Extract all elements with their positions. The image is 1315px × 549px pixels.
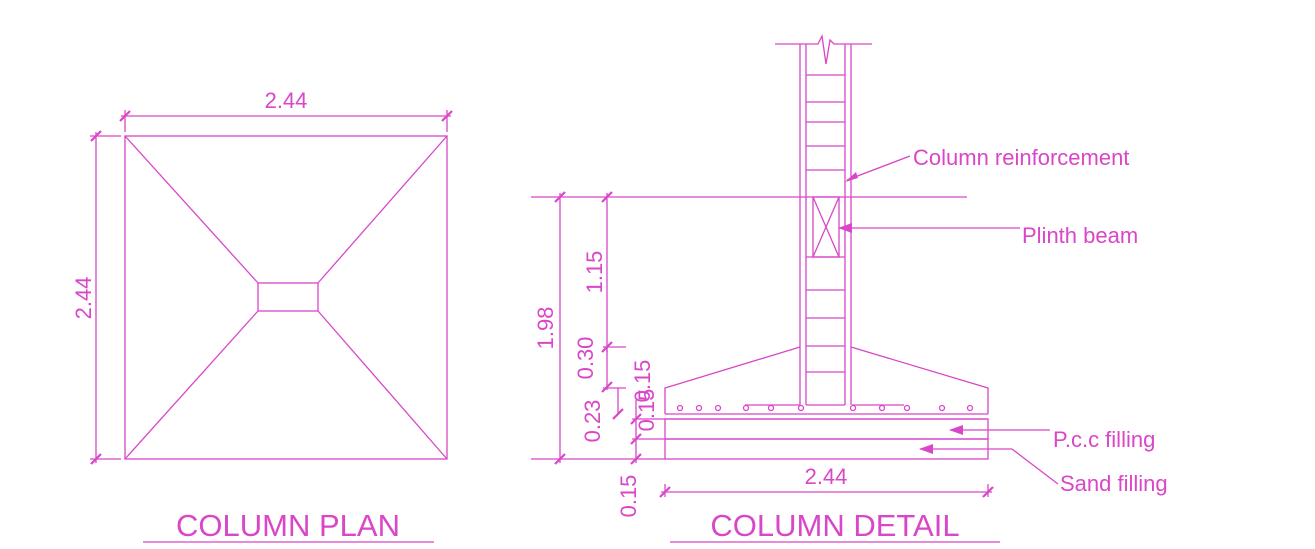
pcc-layer	[664, 418, 989, 440]
dim-total-label: 1.98	[533, 307, 558, 350]
pcc-callout: P.c.c filling	[949, 425, 1155, 452]
plan-title: COLUMN PLAN	[143, 508, 434, 543]
dim-base-width: 2.44	[659, 464, 994, 498]
plan-diagonal-tr	[317, 135, 448, 284]
plinth-callout: Plinth beam	[838, 223, 1138, 248]
plan-diagonal-br	[317, 310, 448, 460]
break-symbol	[775, 33, 872, 65]
plan-diagonal-tl	[124, 135, 259, 284]
sand-label: Sand filling	[1060, 471, 1168, 496]
dim-footing-top-label: 0.15	[630, 360, 655, 403]
dim-pedestal-label: 0.30	[573, 337, 598, 380]
plan-height-label: 2.44	[71, 277, 96, 320]
dim-upper-label: 1.15	[582, 251, 607, 294]
column-detail: 1.98 1.15 0.30 0.15 0.23 0.15 0.15	[531, 33, 1168, 543]
dim-chain: 1.15 0.30 0.15 0.23 0.15 0.15	[573, 191, 665, 518]
plan-width-label: 2.44	[265, 88, 308, 113]
plan-title-text: COLUMN PLAN	[176, 508, 400, 543]
dim-pcc-label: 0.15	[634, 389, 659, 432]
dim-footing-edge-label: 0.23	[580, 400, 605, 443]
plan-diagonal-bl	[124, 310, 259, 460]
plan-footing-outline	[124, 135, 448, 460]
plan-width-dimension: 2.44	[119, 88, 453, 132]
detail-title: COLUMN DETAIL	[670, 508, 1000, 543]
dim-base-width-label: 2.44	[805, 464, 848, 489]
plan-height-dimension: 2.44	[71, 130, 121, 465]
sand-callout: Sand filling	[919, 444, 1168, 496]
pcc-label: P.c.c filling	[1053, 427, 1155, 452]
dim-total: 1.98	[533, 191, 566, 465]
plinth-label: Plinth beam	[1022, 223, 1138, 248]
detail-title-text: COLUMN DETAIL	[710, 508, 959, 543]
dim-sand-label: 0.15	[616, 475, 641, 518]
reinforcement-callout: Column reinforcement	[845, 145, 1129, 182]
plan-column-box	[257, 282, 319, 312]
column-plan: 2.44 2.44 COLUMN PLAN	[71, 88, 453, 543]
footing-rebar	[676, 404, 974, 412]
reinforcement-label: Column reinforcement	[913, 145, 1129, 170]
plinth-beam-symbol	[812, 196, 840, 258]
